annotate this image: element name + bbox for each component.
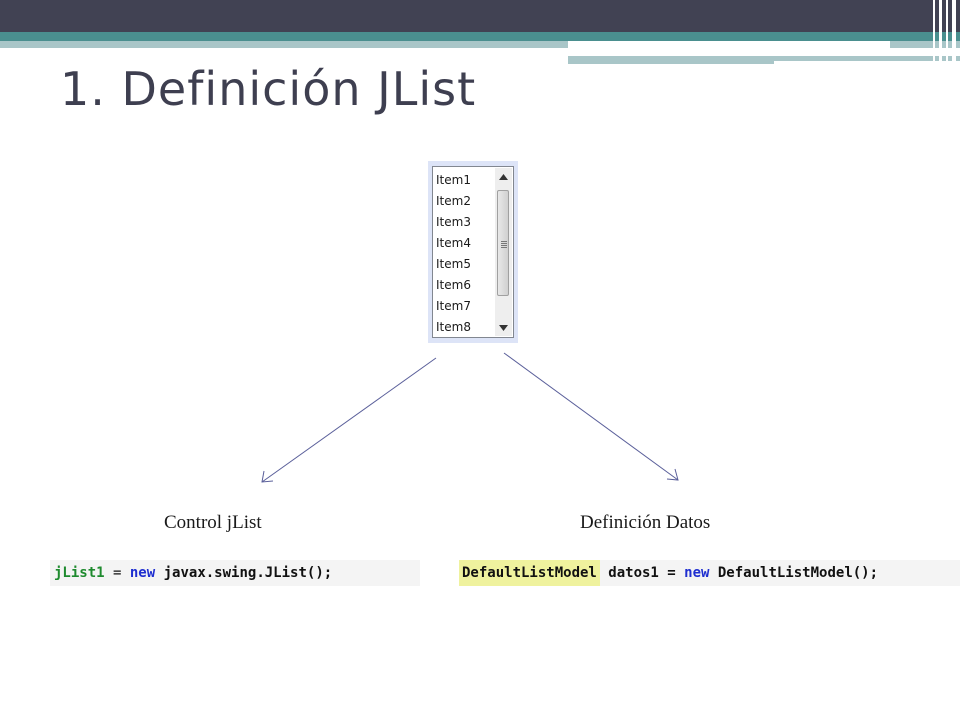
caption-data-definition: Definición Datos [580, 512, 711, 533]
slide-title: 1. Definición JList [60, 62, 477, 116]
code-type-highlight: DefaultListModel [459, 560, 600, 586]
list-item[interactable]: Item2 [436, 194, 471, 208]
arrow-down-icon[interactable] [495, 319, 512, 336]
jlist-control[interactable]: Item1 Item2 Item3 Item4 Item5 Item6 Item… [432, 166, 514, 338]
header-notch-line [568, 56, 774, 64]
header-notch-line-2 [774, 56, 960, 61]
code-variable: jList1 [54, 565, 105, 581]
list-item[interactable]: Item6 [436, 278, 471, 292]
arrow-up-icon[interactable] [495, 168, 512, 185]
arrowhead-left [261, 470, 274, 483]
scrollbar-thumb[interactable] [497, 190, 509, 296]
code-expression: javax.swing.JList(); [155, 565, 333, 581]
code-keyword: new [129, 565, 156, 581]
list-item[interactable]: Item8 [436, 320, 471, 334]
code-operator: = [104, 565, 130, 581]
list-item[interactable]: Item5 [436, 257, 471, 271]
list-item[interactable]: Item1 [436, 173, 471, 187]
header-band-teal-light [0, 41, 960, 48]
list-item[interactable]: Item3 [436, 215, 471, 229]
jlist-items: Item1 Item2 Item3 Item4 Item5 Item6 Item… [436, 170, 491, 338]
arrowhead-right [666, 468, 679, 481]
header-band-dark [0, 0, 960, 32]
arrow-left [261, 357, 437, 483]
header-notch [568, 41, 890, 51]
vertical-scrollbar[interactable] [495, 168, 512, 336]
caption-control-jlist: Control jList [164, 512, 262, 533]
code-keyword: new [684, 565, 710, 581]
header-decoration [930, 0, 960, 64]
grip-icon [501, 240, 507, 249]
list-item[interactable]: Item7 [436, 299, 471, 313]
code-variable: datos1 = [599, 565, 685, 581]
header-band-teal [0, 32, 960, 41]
code-expression: DefaultListModel(); [709, 565, 879, 581]
arrow-right [503, 352, 679, 481]
code-snippet-jlist: jList1 = new javax.swing.JList(); [50, 560, 420, 586]
code-snippet-model: DefaultListModel datos1 = new DefaultLis… [459, 560, 960, 586]
list-item[interactable]: Item4 [436, 236, 471, 250]
